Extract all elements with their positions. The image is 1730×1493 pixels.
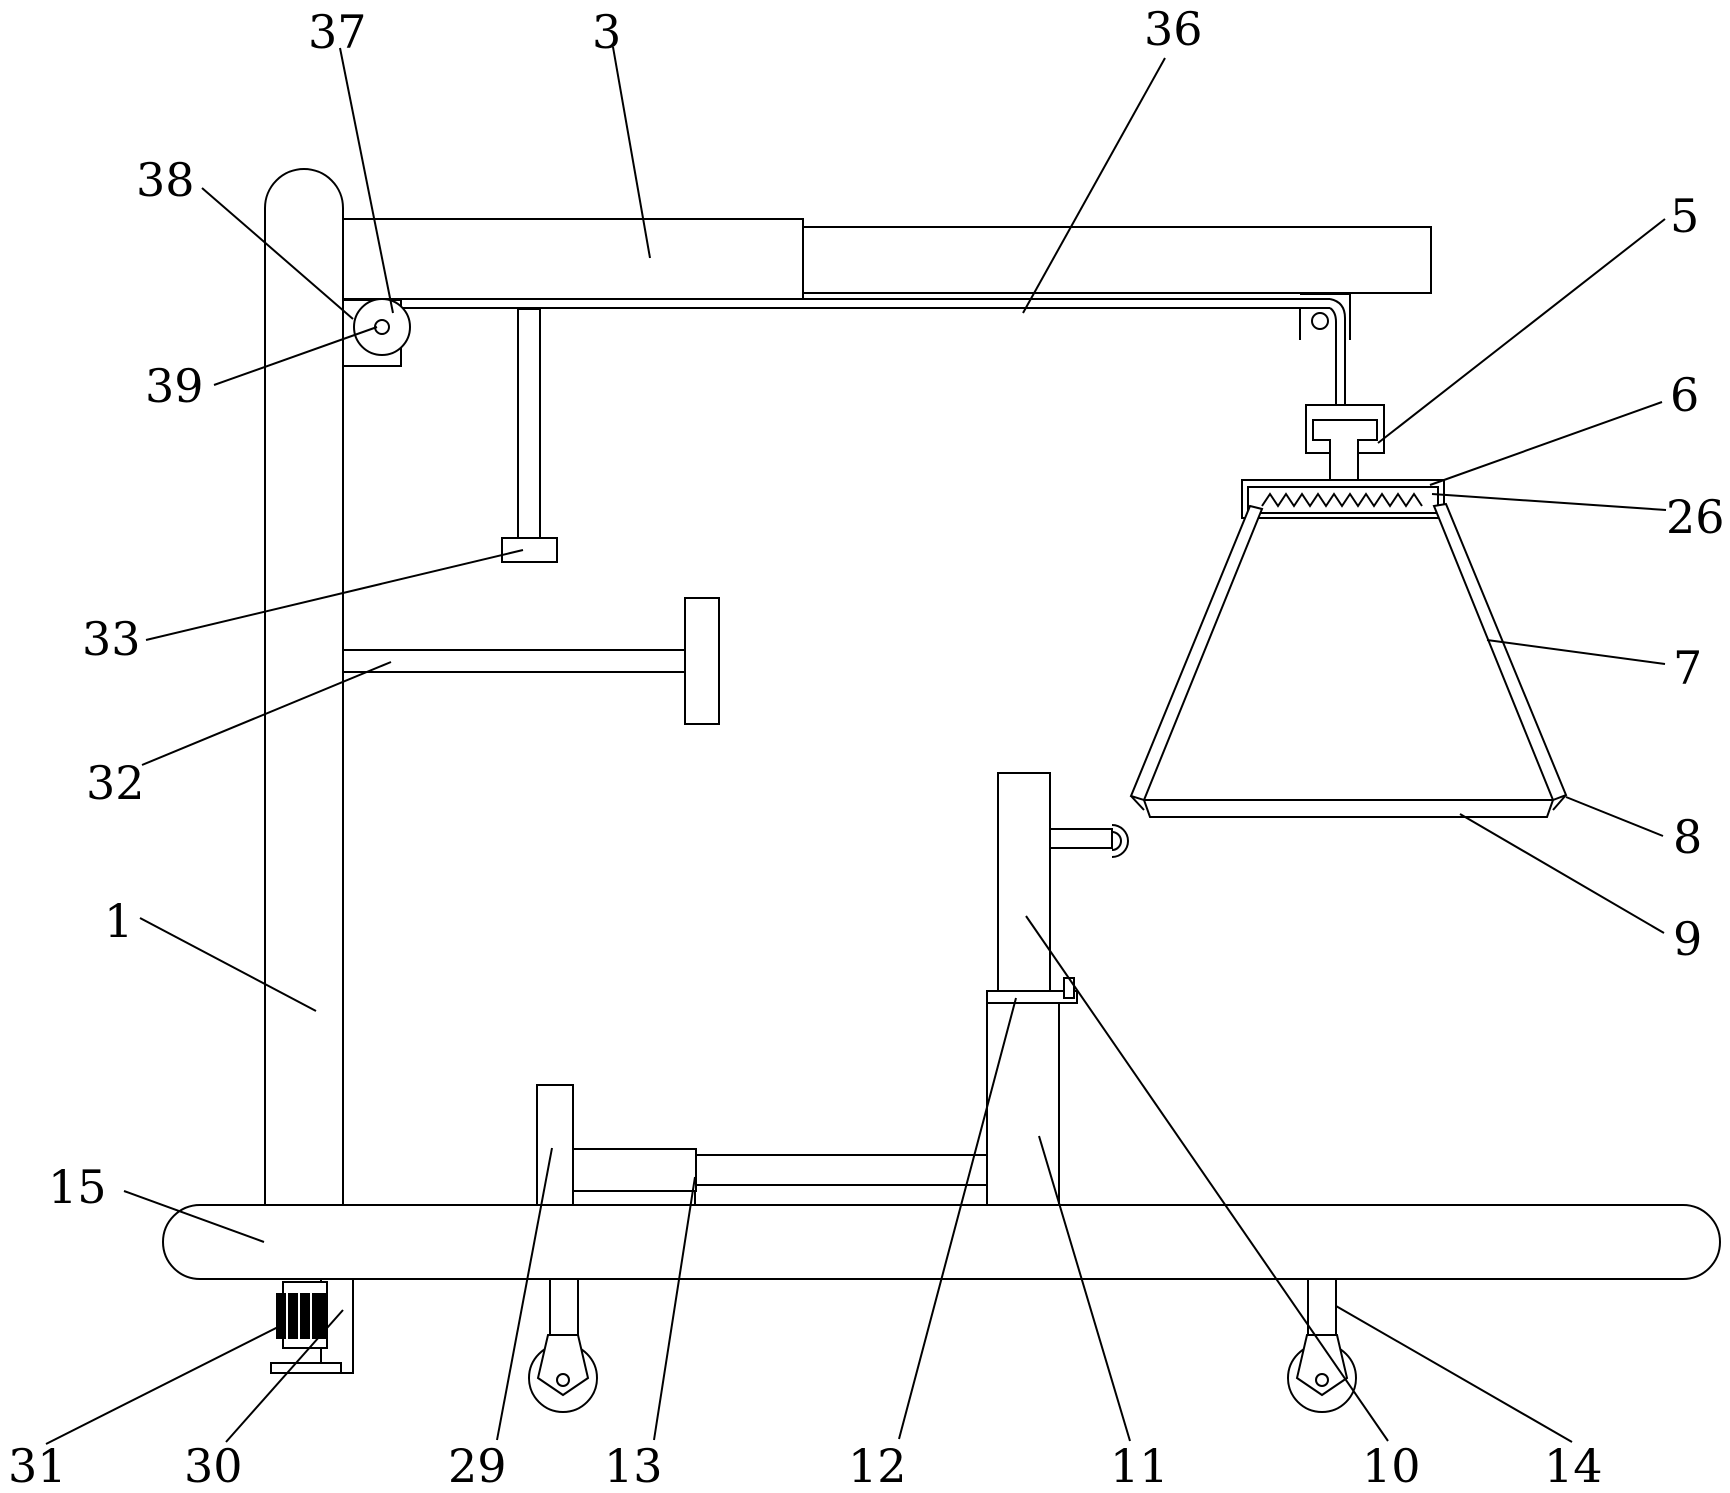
label-3: 3 xyxy=(592,5,621,59)
label-29: 29 xyxy=(448,1439,507,1493)
right-pulley xyxy=(1300,308,1328,340)
label-30: 30 xyxy=(184,1439,243,1493)
label-12: 12 xyxy=(848,1439,907,1493)
top-arm-3 xyxy=(343,219,1431,299)
label-10: 10 xyxy=(1362,1439,1421,1493)
label-38: 38 xyxy=(136,153,195,207)
label-36: 36 xyxy=(1144,2,1203,56)
label-6: 6 xyxy=(1670,368,1699,422)
label-5: 5 xyxy=(1670,189,1699,243)
arm-32 xyxy=(343,598,719,724)
bracket-29 xyxy=(537,1085,573,1205)
cable-36 xyxy=(343,294,1350,405)
label-33: 33 xyxy=(82,612,141,666)
pulley-38-37-39 xyxy=(343,299,410,366)
label-14: 14 xyxy=(1544,1439,1603,1493)
label-39: 39 xyxy=(145,359,204,413)
label-9: 9 xyxy=(1673,912,1702,966)
label-37: 37 xyxy=(308,5,367,59)
wheel-left-14 xyxy=(529,1279,597,1412)
label-8: 8 xyxy=(1673,810,1702,864)
label-7: 7 xyxy=(1673,641,1702,695)
frame-7 xyxy=(1131,504,1566,800)
label-32: 32 xyxy=(86,756,145,810)
connector-5 xyxy=(1306,405,1384,480)
label-13: 13 xyxy=(604,1439,663,1493)
label-26: 26 xyxy=(1666,490,1725,544)
post-11 xyxy=(987,773,1059,1205)
label-15: 15 xyxy=(48,1160,107,1214)
label-1: 1 xyxy=(104,894,133,948)
cylinder-13 xyxy=(573,1149,987,1205)
label-31: 31 xyxy=(8,1439,67,1493)
base-beam-15 xyxy=(163,1205,1720,1279)
bottom-plate-9 xyxy=(1144,800,1553,817)
hanger-rod-33 xyxy=(502,309,557,562)
label-11: 11 xyxy=(1110,1439,1169,1493)
